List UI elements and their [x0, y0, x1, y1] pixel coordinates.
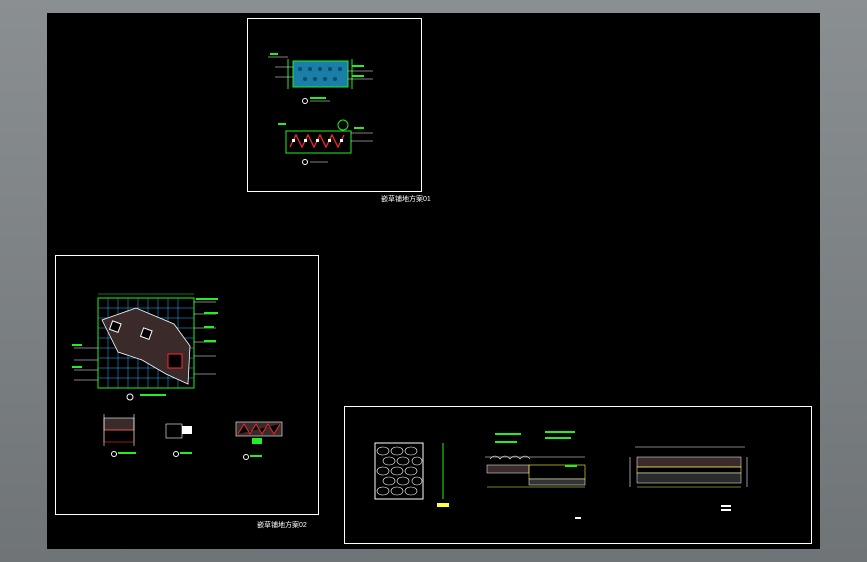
sheet-01-title: 嵌草铺地方案01 [381, 196, 431, 203]
sheet-01-frame [247, 18, 422, 192]
sheet-03-frame [344, 406, 812, 544]
sheet-02-frame [55, 255, 319, 515]
sheet-01-drawings [268, 53, 373, 165]
sheet-02-title: 嵌草铺地方案02 [257, 522, 307, 529]
sheet-03-drawings [374, 431, 748, 519]
cad-drawing-canvas[interactable]: 嵌草铺地方案01 [47, 13, 820, 549]
sheet-02-drawings [72, 293, 283, 460]
